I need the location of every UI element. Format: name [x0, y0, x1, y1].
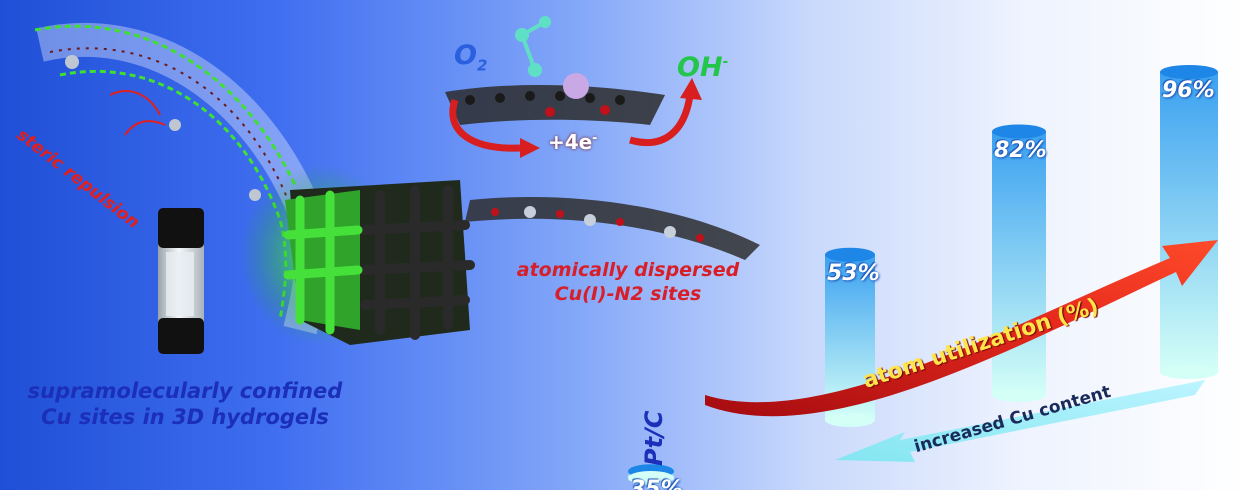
bar-top-4 [1160, 65, 1218, 79]
chart-bars [628, 65, 1218, 485]
electrons-label: +4e- [548, 130, 597, 154]
confined-sites-caption: supramolecularly confined Cu sites in 3D… [20, 378, 350, 430]
confined-caption-line1: supramolecularly confined [27, 379, 343, 403]
graphene-sheet-bottom [465, 197, 760, 260]
bar-value-label-4: 96% [1162, 78, 1215, 103]
oh-label: OH- [677, 52, 728, 83]
o2-text: O [454, 40, 477, 71]
orr-arrows [449, 78, 702, 158]
bar-top-2 [825, 247, 875, 262]
o2-label: O2 [454, 40, 487, 74]
increased-cu-arrow [835, 380, 1205, 462]
confined-caption-line2: Cu sites in 3D hydrogels [41, 405, 329, 429]
bar-value-label-3: 82% [994, 137, 1047, 163]
ptc-category-label: Pt/C [640, 410, 668, 466]
oh-superscript: - [722, 54, 729, 70]
hydrogel-vial [158, 208, 204, 354]
bar-3 [992, 131, 1046, 395]
atom-utilization-arrow [705, 240, 1218, 417]
oh-text: OH [677, 52, 723, 83]
dispersed-caption-line1: atomically dispersed [516, 259, 740, 281]
graphene-sheet-top [445, 16, 665, 125]
o2-subscript: 2 [476, 56, 488, 75]
electrons-text: +4e [548, 130, 593, 154]
dispersed-caption-line2: Cu(I)-N2 sites [554, 283, 702, 305]
hydrogel-block [240, 165, 475, 345]
bar-value-label-2: 53% [827, 260, 880, 286]
bar-base-2 [825, 413, 875, 427]
dispersed-sites-caption: atomically dispersed Cu(I)-N2 sites [498, 258, 758, 306]
electrons-superscript: - [592, 130, 598, 145]
bar-base-3 [992, 388, 1046, 402]
bar-4 [1160, 72, 1218, 372]
bar-value-label-ptc: 35% [630, 477, 683, 490]
bar-top-3 [992, 124, 1046, 139]
bar-base-4 [1160, 365, 1218, 379]
bar-base-1 [628, 471, 674, 485]
